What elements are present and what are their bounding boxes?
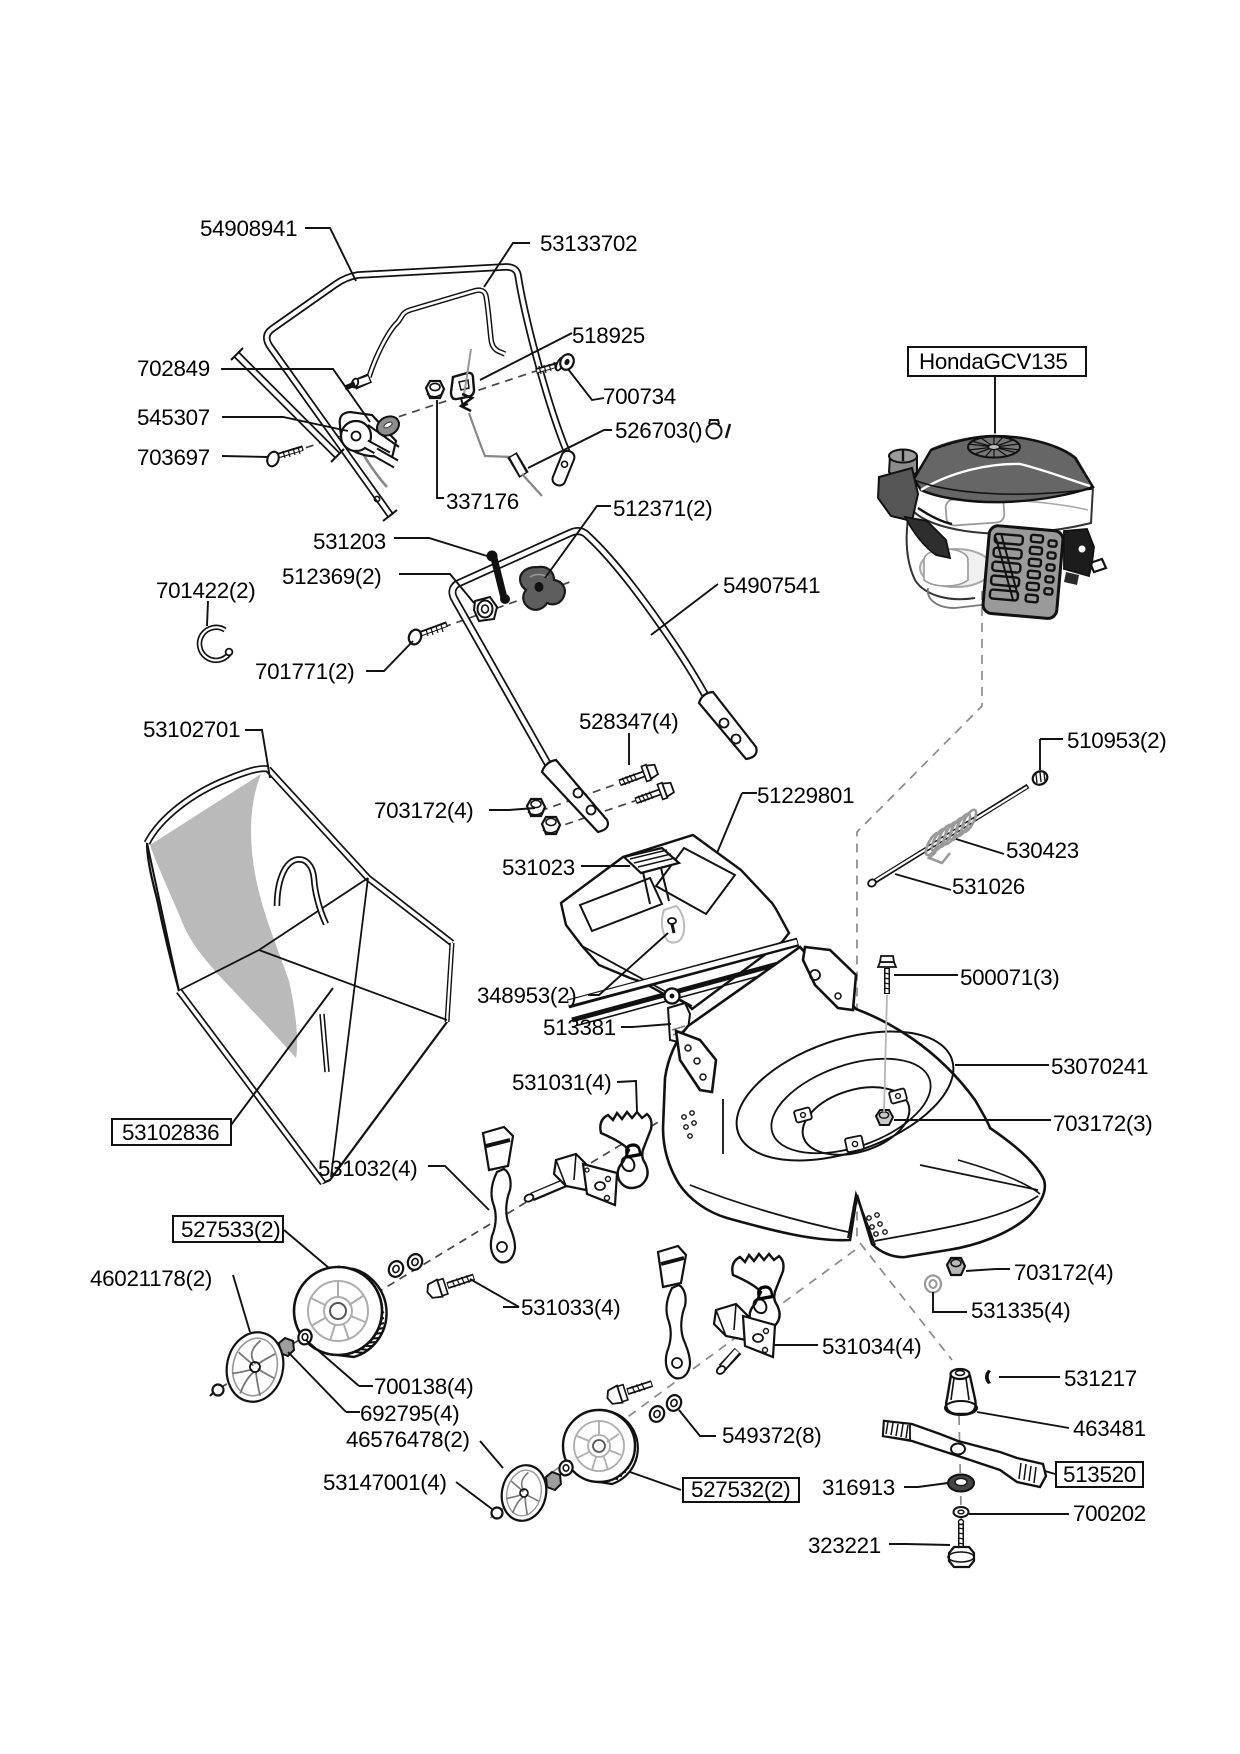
svg-text:531335(4): 531335(4) xyxy=(971,1298,1070,1323)
svg-text:53070241: 53070241 xyxy=(1051,1054,1148,1079)
svg-text:531023: 531023 xyxy=(502,855,575,880)
svg-text:463481: 463481 xyxy=(1073,1416,1146,1441)
svg-text:513381: 513381 xyxy=(543,1015,616,1040)
svg-text:703697: 703697 xyxy=(137,445,210,470)
svg-text:51229801: 51229801 xyxy=(757,783,854,808)
svg-text:512369(2): 512369(2) xyxy=(282,564,381,589)
svg-text:348953(2): 348953(2) xyxy=(477,983,576,1008)
svg-text:530423: 530423 xyxy=(1006,838,1079,863)
svg-text:53133702: 53133702 xyxy=(540,231,637,256)
svg-text:53102701: 53102701 xyxy=(143,717,240,742)
svg-text:337176: 337176 xyxy=(446,489,519,514)
svg-text:323221: 323221 xyxy=(808,1533,881,1558)
svg-text:54908941: 54908941 xyxy=(200,216,297,241)
svg-text:53102836: 53102836 xyxy=(122,1120,219,1145)
svg-text:700734: 700734 xyxy=(603,384,676,409)
svg-text:531034(4): 531034(4) xyxy=(822,1334,921,1359)
svg-text:692795(4): 692795(4) xyxy=(360,1401,459,1426)
svg-text:703172(4): 703172(4) xyxy=(374,798,473,823)
svg-text:703172(3): 703172(3) xyxy=(1053,1111,1152,1136)
svg-text:53147001(4): 53147001(4) xyxy=(323,1470,447,1495)
svg-text:531203: 531203 xyxy=(313,529,386,554)
svg-text:703172(4): 703172(4) xyxy=(1014,1260,1113,1285)
svg-text:531032(4): 531032(4) xyxy=(318,1156,417,1181)
svg-text:518925: 518925 xyxy=(572,323,645,348)
svg-text:527532(2): 527532(2) xyxy=(691,1477,790,1502)
svg-text:531031(4): 531031(4) xyxy=(512,1070,611,1095)
svg-text:700202: 700202 xyxy=(1073,1501,1146,1526)
svg-text:513520: 513520 xyxy=(1063,1462,1136,1487)
svg-text:500071(3): 500071(3) xyxy=(960,965,1059,990)
svg-text:531033(4): 531033(4) xyxy=(521,1295,620,1320)
svg-text:46021178(2): 46021178(2) xyxy=(90,1266,212,1291)
svg-text:531217: 531217 xyxy=(1064,1366,1137,1391)
svg-text:702849: 702849 xyxy=(137,356,210,381)
svg-text:526703(): 526703() xyxy=(615,418,702,443)
svg-text:54907541: 54907541 xyxy=(723,573,820,598)
svg-text:D: D xyxy=(619,1140,647,1161)
svg-text:701771(2): 701771(2) xyxy=(255,659,354,684)
svg-text:D: D xyxy=(751,1282,779,1303)
svg-text:46576478(2): 46576478(2) xyxy=(346,1427,470,1452)
svg-text:527533(2): 527533(2) xyxy=(181,1217,280,1242)
svg-text:549372(8): 549372(8) xyxy=(722,1423,821,1448)
svg-text:701422(2): 701422(2) xyxy=(156,578,255,603)
svg-text:531026: 531026 xyxy=(952,874,1025,899)
svg-text:HondaGCV135: HondaGCV135 xyxy=(919,349,1068,374)
svg-text:512371(2): 512371(2) xyxy=(613,496,712,521)
svg-text:528347(4): 528347(4) xyxy=(579,709,678,734)
svg-text:700138(4): 700138(4) xyxy=(374,1374,473,1399)
svg-text:316913: 316913 xyxy=(822,1475,895,1500)
svg-text:545307: 545307 xyxy=(137,405,210,430)
svg-text:510953(2): 510953(2) xyxy=(1067,728,1166,753)
